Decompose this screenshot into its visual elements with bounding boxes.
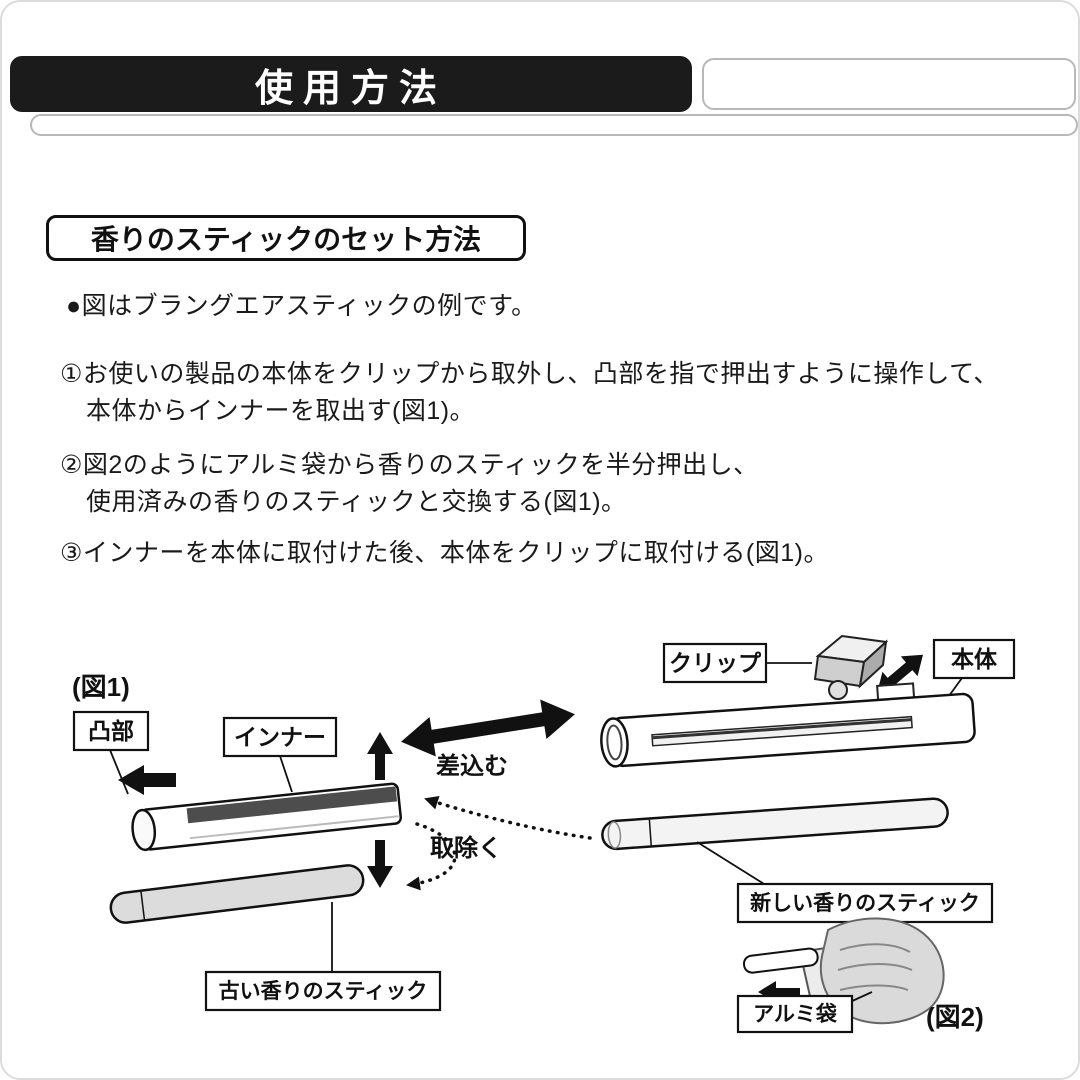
inner-label: インナー [222, 716, 338, 793]
inner-tube-slot [186, 786, 398, 824]
step-3-line-1: ③インナーを本体に取付けた後、本体をクリップに取付ける(図1)。 [60, 539, 829, 567]
intro-note: ●図はブラングエアスティックの例です。 [66, 292, 537, 320]
new-stick-body [601, 797, 949, 851]
aluminum-bag-leader-line [849, 991, 873, 1003]
attach-arrow-shaft [886, 661, 914, 687]
insert-label: 差込む [436, 752, 508, 780]
finger-line-1 [839, 943, 911, 953]
section-title: 香りのスティックのセット方法 [90, 224, 482, 255]
clip-drawing [813, 634, 889, 700]
pushout-down-arrow [367, 840, 393, 888]
header-decoration-bar [702, 58, 1076, 110]
step-1-line-2: 本体からインナーを取出す(図1)。 [86, 397, 476, 425]
clip-label-text: クリップ [669, 650, 762, 676]
inner-tube-drawing [131, 782, 403, 852]
pushout-up-arrow [367, 732, 393, 780]
swap-arrow-right-head [540, 699, 575, 739]
header-underline-bar [30, 114, 1078, 136]
page-title: 使用方法 [254, 67, 447, 110]
body-open-end-inner [606, 724, 623, 761]
protrusion-label-box [72, 710, 150, 752]
old-stick-body [109, 864, 365, 924]
inner-leader-line [279, 755, 293, 793]
inner-label-text: インナー [234, 724, 326, 750]
body-slot-shade [652, 718, 912, 740]
old-stick-label: 古い香りのスティック [204, 902, 442, 1012]
protruding-stick [742, 947, 819, 974]
remove-dotted-arrow [406, 822, 457, 891]
body-label-box [932, 638, 1016, 680]
diagram-figure: (図1) 凸部 インナー [72, 634, 1016, 1034]
insert-dotted-arrow [424, 796, 592, 840]
section-title-box: 香りのスティックのセット方法 [46, 215, 526, 261]
swap-arrow-shaft [429, 712, 547, 744]
protruding-stick-body [742, 947, 819, 974]
old-stick-cap-line [140, 891, 146, 920]
clip-label-box [662, 642, 768, 684]
attach-arrow-right-head [900, 654, 923, 677]
finger-line-2 [837, 963, 913, 971]
new-stick-label-text: 新しい香りのスティック [750, 891, 980, 915]
aluminum-bag-label-box [736, 994, 854, 1034]
aluminum-bag-label: アルミ袋 [736, 991, 873, 1034]
clip-label: クリップ [662, 642, 812, 684]
hand-with-bag-drawing [742, 917, 945, 1025]
new-stick-leader-line [696, 841, 765, 885]
header-title-bar: 使用方法 [10, 56, 692, 112]
inner-tube-end-cap [131, 808, 157, 852]
step-2-line-1: ②図2のようにアルミ袋から香りのスティックを半分押出し、 [60, 451, 759, 479]
aluminum-bag-label-text: アルミ袋 [753, 1002, 838, 1026]
body-label: 本体 [932, 638, 1016, 701]
step-2-line-2: 使用済みの香りのスティックと交換する(図1)。 [86, 488, 627, 516]
new-stick-drawing [601, 797, 949, 851]
swap-double-arrow [401, 699, 575, 757]
new-stick-cap-line [648, 819, 652, 846]
protrusion-leader-line [109, 749, 129, 795]
fig1-label: (図1) [72, 672, 130, 702]
fig2-label: (図2) [926, 1002, 984, 1032]
body-drawing [600, 682, 976, 768]
body-label-text: 本体 [951, 646, 998, 672]
protrusion-label-text: 凸部 [88, 718, 134, 744]
inner-tube-shade-line [189, 815, 399, 840]
new-stick-label: 新しい香りのスティック [696, 841, 994, 924]
remove-label: 取除く [430, 834, 502, 862]
new-stick-end-cap [607, 821, 622, 849]
protrusion-label: 凸部 [72, 710, 150, 795]
pushout-left-arrow [118, 765, 176, 795]
clip-knob [828, 680, 848, 700]
old-stick-label-box [204, 970, 442, 1012]
step-1-line-1: ①お使いの製品の本体をクリップから取外し、凸部を指で押出すように操作して、 [60, 360, 999, 388]
old-stick-label-text: 古い香りのスティック [219, 980, 428, 1003]
finger-line-3 [839, 984, 909, 991]
clip-side-face [858, 639, 888, 689]
swap-arrow-left-head [401, 717, 436, 757]
new-stick-label-box [736, 882, 994, 924]
old-stick-drawing [109, 864, 365, 924]
